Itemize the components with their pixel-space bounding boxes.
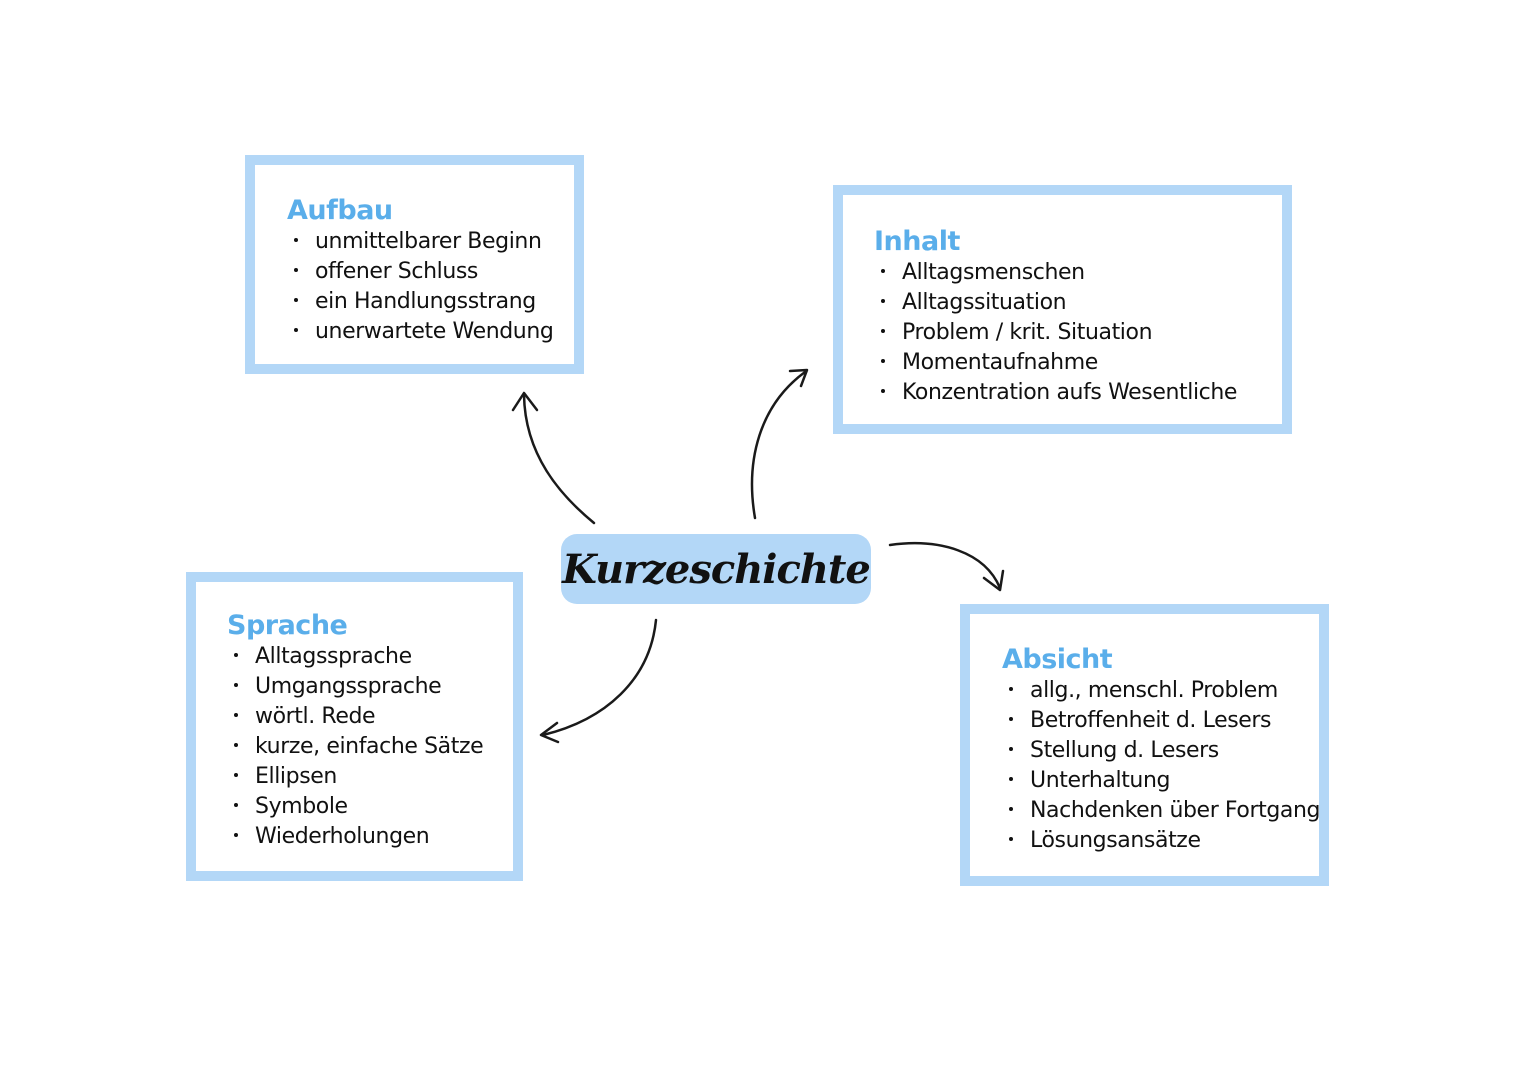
list-item: Alltagssprache [227, 642, 513, 672]
bullet-icon [234, 803, 238, 807]
list-item: ein Handlungsstrang [287, 287, 574, 317]
list-item: unmittelbarer Beginn [287, 227, 574, 257]
list-item: kurze, einfache Sätze [227, 732, 513, 762]
center-topic: Kurzeschichte [561, 534, 871, 604]
bullet-icon [1009, 777, 1013, 781]
bullet-icon [881, 329, 885, 333]
bullet-icon [1009, 807, 1013, 811]
bullet-icon [294, 328, 298, 332]
center-topic-label: Kurzeschichte [562, 545, 871, 593]
list-item: offener Schluss [287, 257, 574, 287]
sprache-box: Sprache Alltagssprache Umgangssprache wö… [186, 572, 523, 881]
bullet-icon [294, 238, 298, 242]
aufbau-box: Aufbau unmittelbarer Beginn offener Schl… [245, 155, 584, 374]
bullet-icon [881, 299, 885, 303]
sprache-title: Sprache [227, 610, 348, 641]
absicht-box: Absicht allg., menschl. Problem Betroffe… [960, 604, 1329, 886]
list-item: allg., menschl. Problem [1002, 676, 1319, 706]
aufbau-title: Aufbau [287, 195, 393, 226]
list-item: wörtl. Rede [227, 702, 513, 732]
list-item: Nachdenken über Fortgang [1002, 796, 1320, 826]
bullet-icon [234, 773, 238, 777]
bullet-icon [1009, 747, 1013, 751]
arrowhead-inhalt [788, 368, 809, 388]
bullet-icon [1009, 837, 1013, 841]
bullet-icon [234, 833, 238, 837]
list-item: Umgangssprache [227, 672, 513, 702]
inhalt-box: Inhalt Alltagsmenschen Alltagssituation … [833, 185, 1292, 434]
list-item: Alltagssituation [874, 288, 1282, 318]
arrowhead-aufbau [511, 391, 539, 412]
arrow-to-inhalt [750, 370, 807, 520]
bullet-icon [234, 743, 238, 747]
bullet-icon [1009, 717, 1013, 721]
aufbau-list: unmittelbarer Beginn offener Schluss ein… [287, 227, 574, 347]
arrow-to-sprache [541, 618, 658, 737]
list-item: Konzentration aufs Wesentliche [874, 378, 1282, 408]
bullet-icon [234, 653, 238, 657]
arrow-to-aufbau [522, 393, 596, 525]
list-item: Lösungsansätze [1002, 826, 1319, 856]
list-item: Symbole [227, 792, 513, 822]
bullet-icon [234, 683, 238, 687]
list-item: unerwartete Wendung [287, 317, 574, 347]
inhalt-list: Alltagsmenschen Alltagssituation Problem… [874, 258, 1282, 408]
list-item: Stellung d. Lesers [1002, 736, 1319, 766]
bullet-icon [881, 359, 885, 363]
sprache-list: Alltagssprache Umgangssprache wörtl. Red… [227, 642, 513, 852]
list-item: Alltagsmenschen [874, 258, 1282, 288]
bullet-icon [881, 269, 885, 273]
inhalt-title: Inhalt [874, 226, 960, 257]
list-item: Wiederholungen [227, 822, 513, 852]
absicht-title: Absicht [1002, 644, 1113, 675]
list-item: Betroffenheit d. Lesers [1002, 706, 1319, 736]
bullet-icon [881, 389, 885, 393]
list-item: Problem / krit. Situation [874, 318, 1282, 348]
bullet-icon [294, 268, 298, 272]
list-item: Momentaufnahme [874, 348, 1282, 378]
bullet-icon [294, 298, 298, 302]
arrowhead-absicht [982, 569, 1005, 592]
list-item: Unterhaltung [1002, 766, 1319, 796]
absicht-list: allg., menschl. Problem Betroffenheit d.… [1002, 676, 1320, 856]
bullet-icon [1009, 687, 1013, 691]
arrow-to-absicht [888, 542, 1002, 590]
bullet-icon [234, 713, 238, 717]
arrowhead-sprache [539, 721, 560, 744]
list-item: Ellipsen [227, 762, 513, 792]
